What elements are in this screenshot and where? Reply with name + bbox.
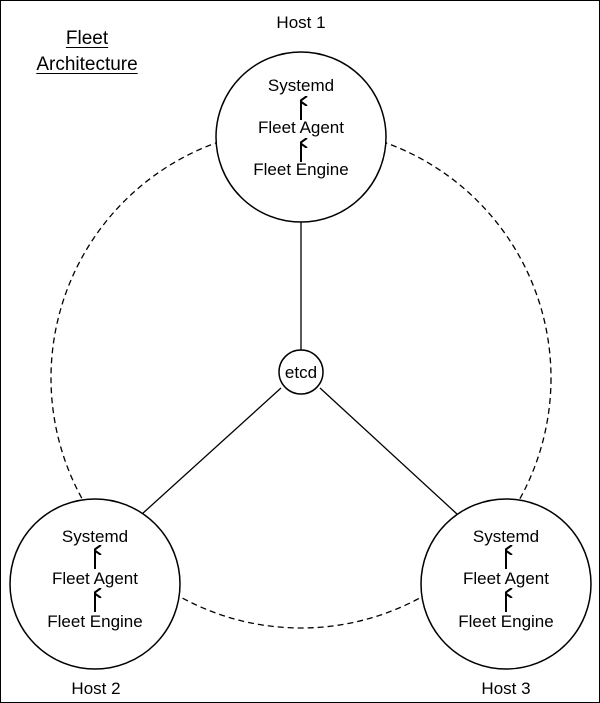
- host-2-systemd: Systemd: [62, 527, 128, 546]
- host-1-systemd: Systemd: [268, 76, 334, 95]
- etcd-label: etcd: [285, 363, 317, 382]
- host-3: Systemd Fleet Agent Fleet Engine: [420, 498, 592, 670]
- host-1-fleet-agent: Fleet Agent: [258, 118, 344, 137]
- host-3-fleet-agent: Fleet Agent: [463, 569, 549, 588]
- diagram-title: Fleet Architecture: [22, 26, 152, 78]
- host-1-label: Host 1: [276, 13, 325, 32]
- host-1-fleet-engine: Fleet Engine: [253, 160, 348, 179]
- host-3-systemd: Systemd: [473, 527, 539, 546]
- title-line-1: Fleet: [65, 28, 109, 49]
- host-2: Systemd Fleet Agent Fleet Engine: [9, 498, 181, 670]
- host-3-label: Host 3: [481, 679, 530, 698]
- etcd-node: etcd: [278, 349, 324, 395]
- host-3-fleet-engine: Fleet Engine: [458, 612, 553, 631]
- host-1: Systemd Fleet Agent Fleet Engine: [215, 51, 387, 223]
- cluster-ring: [50, 127, 552, 629]
- host-2-fleet-agent: Fleet Agent: [52, 569, 138, 588]
- title-line-2: Architecture: [36, 54, 138, 75]
- host-2-fleet-engine: Fleet Engine: [47, 612, 142, 631]
- host-2-label: Host 2: [71, 679, 120, 698]
- link-etcd-host-3: [319, 387, 458, 515]
- link-etcd-host-2: [141, 387, 282, 515]
